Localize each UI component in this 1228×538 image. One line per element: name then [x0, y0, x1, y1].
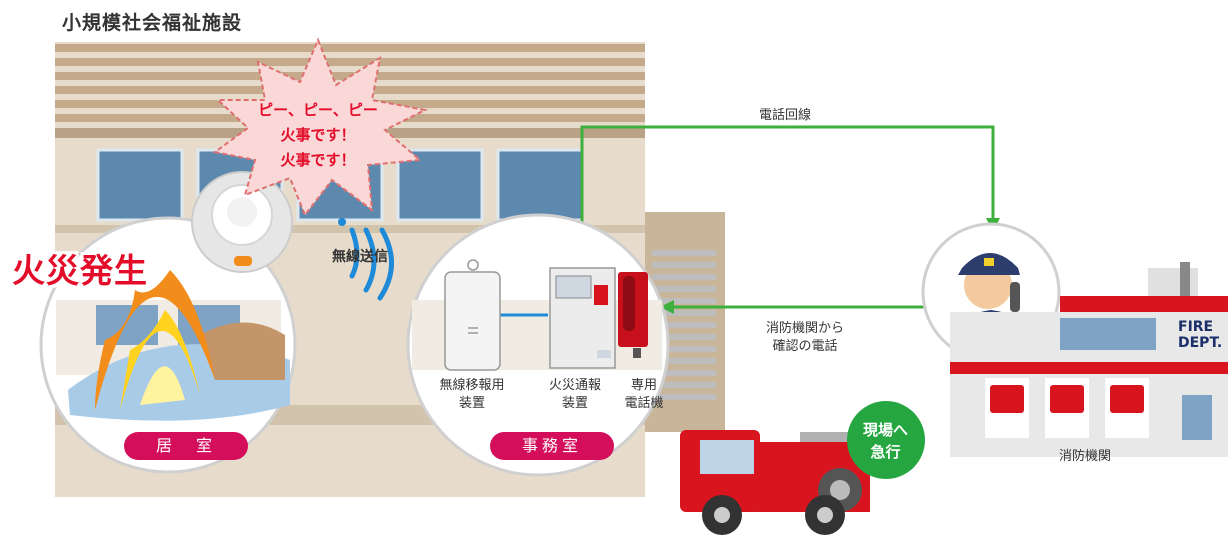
confirm-call-label: 消防機関から 確認の電話 — [735, 320, 875, 356]
fire-panel-label-line-1: 火災通報 — [548, 378, 601, 393]
dispatch-badge — [847, 401, 925, 479]
fire-dept-sign: FIRE DEPT. — [1178, 319, 1222, 351]
phone-label-line-1: 専用 — [630, 378, 657, 393]
dispatch-line-2: 急行 — [870, 443, 901, 461]
confirm-call-line-2: 確認の電話 — [772, 339, 838, 354]
alarm-line-3: 火事です！ — [280, 151, 356, 169]
alarm-line-2: 火事です！ — [280, 126, 356, 144]
smoke-detector — [191, 171, 293, 273]
wireless-send-label: 無線送信 — [332, 249, 388, 265]
fire-dept-sign-line-2: DEPT. — [1178, 335, 1223, 351]
alarm-burst — [212, 37, 429, 217]
fire-panel-label-line-2: 装置 — [561, 396, 588, 411]
dispatch-line-1: 現場へ — [862, 421, 908, 439]
wireless-transmitter-device — [444, 259, 501, 371]
fire-dept-sign-line-1: FIRE — [1178, 319, 1214, 335]
phone-label: 専用 電話機 — [612, 377, 676, 413]
fire-notification-panel — [549, 267, 616, 369]
transmitter-label-line-2: 装置 — [458, 396, 485, 411]
fire-outbreak-label: 火災発生 — [12, 251, 148, 290]
fire-truck — [680, 430, 870, 535]
wireless-waves — [338, 218, 394, 301]
room-label-bedroom: 居 室 — [124, 432, 248, 460]
page-title: 小規模社会福祉施設 — [62, 12, 243, 34]
phone-line-label: 電話回線 — [758, 108, 811, 123]
alarm-line-1: ピー、ピー、ピー — [258, 101, 378, 119]
confirm-call-line-1: 消防機関から — [765, 321, 844, 336]
dispatch-label: 現場へ 急行 — [843, 419, 928, 463]
phone-label-line-2: 電話機 — [624, 396, 664, 411]
dedicated-phone — [618, 272, 648, 358]
phone-line — [580, 125, 995, 300]
transmitter-label: 無線移報用 装置 — [427, 377, 517, 413]
fire-station — [950, 262, 1228, 457]
confirm-call-arrowhead — [660, 300, 674, 314]
alarm-message: ピー、ピー、ピー 火事です！ 火事です！ — [238, 98, 398, 173]
fire-panel-label: 火災通報 装置 — [536, 377, 614, 413]
bedroom-circle — [39, 216, 297, 474]
transmitter-label-line-1: 無線移報用 — [439, 378, 505, 393]
fire-station-label: 消防機関 — [1058, 449, 1111, 464]
room-label-office: 事務室 — [490, 432, 614, 460]
